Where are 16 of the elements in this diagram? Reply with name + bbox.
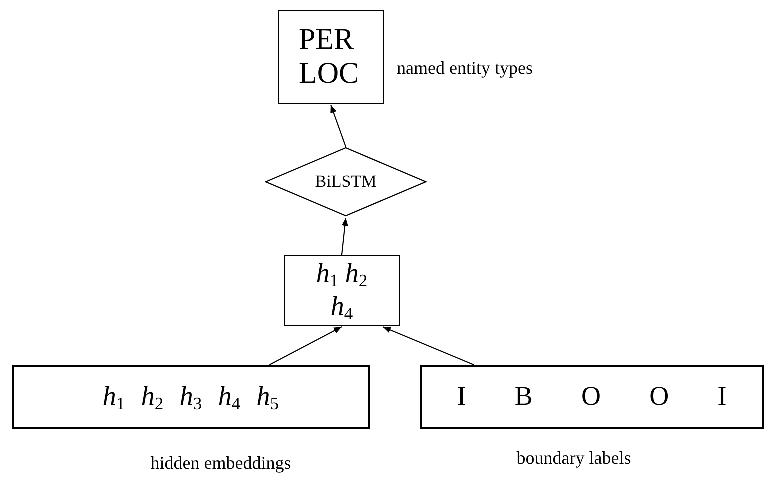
caption-text: hidden embeddings	[150, 453, 292, 474]
node-label: I B O O I	[457, 381, 727, 413]
process-box	[420, 365, 764, 429]
node-label: h$_{1}$ h$_{2}$ h$_{3}$ h$_{4}$ h$_{5}$	[102, 380, 280, 414]
caption-text: named entity types	[397, 58, 533, 79]
node-label: BiLSTM	[315, 172, 377, 192]
arrow	[330, 104, 347, 148]
node-label: PER LOC	[299, 22, 360, 92]
process-box	[278, 10, 384, 104]
arrow	[270, 326, 342, 366]
caption-text: boundary labels	[516, 448, 632, 469]
process-box	[284, 255, 400, 326]
arrow	[341, 218, 348, 256]
process-box	[12, 365, 370, 429]
node-label: h$_{1}$ h$_{2}$ h$_{4}$	[315, 258, 369, 324]
arrow	[382, 326, 474, 366]
